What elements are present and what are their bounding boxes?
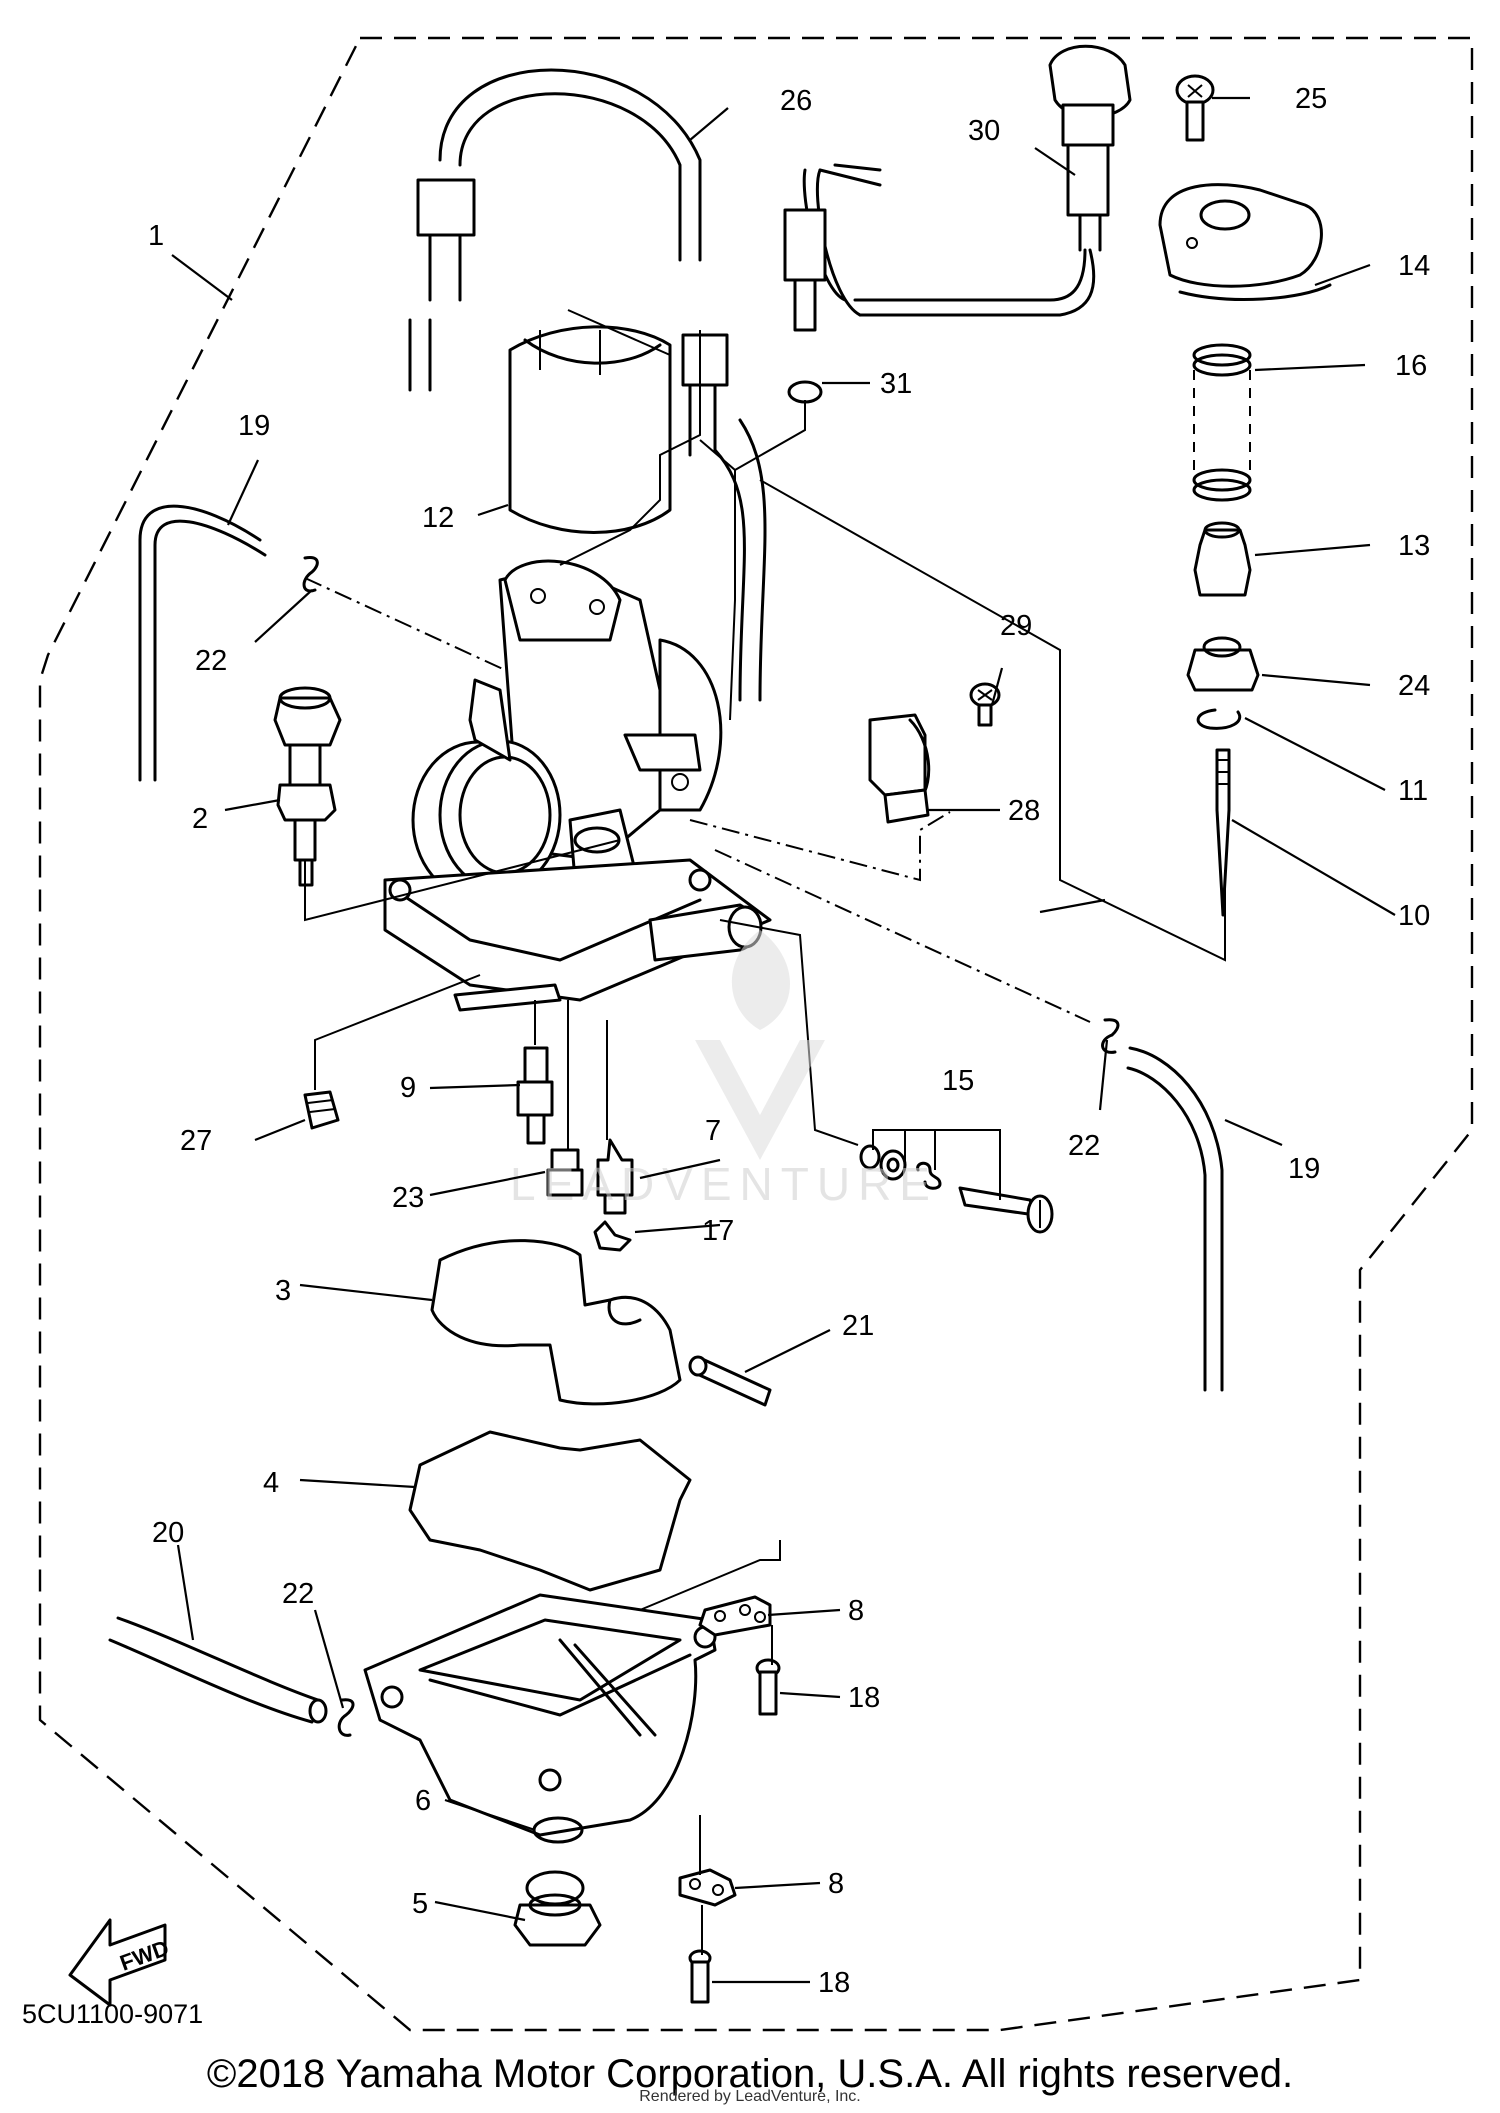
callout-8-upper: 8 [848,1595,864,1627]
drain-plug [513,1870,602,1947]
callout-18-lower: 18 [818,1967,850,1999]
assembly-lines [304,309,1226,1955]
callout-6: 6 [415,1785,431,1817]
jet-needle [1215,748,1231,917]
drawing-number: 5CU1100-9071 [22,1999,204,2029]
rendered-by-text: Rendered by LeadVenture, Inc. [639,2088,861,2105]
bracket-8-lower [678,1868,737,1907]
callout-9: 9 [400,1072,416,1104]
o-ring-31 [787,380,823,404]
bracket-8-upper [698,1595,772,1637]
needle-valve [596,1138,634,1215]
callout-11: 11 [1398,775,1428,807]
callout-19-left: 19 [238,410,270,442]
callout-24: 24 [1398,670,1430,702]
callout-12: 12 [422,502,454,534]
carburetor-body [383,559,772,1012]
bowl-screw-18-lower [688,1949,712,2004]
float [430,1239,682,1406]
bowl-screw-18-upper [755,1658,781,1716]
throttle-stop-screw [273,686,342,887]
leadventure-watermark: LEADVENTURE [510,930,938,1210]
hose-clip-22-top [302,555,319,593]
cable-clamp [868,713,931,824]
copyright-text: ©2018 Yamaha Motor Corporation, U.S.A. A… [206,2052,1294,2096]
overflow-hose-end [308,1698,328,1724]
throttle-cable [408,68,767,702]
float-bowl [363,1593,717,1837]
assembly-boundary [38,36,1474,2032]
vent-hose-left [138,504,267,782]
callout-27: 27 [180,1125,212,1157]
callout-7: 7 [705,1115,721,1147]
float-bowl-gasket [408,1430,692,1592]
callout-23: 23 [392,1182,424,1214]
needle-jet [516,1046,554,1145]
callout-19-right: 19 [1288,1153,1320,1185]
overflow-hose [108,1616,320,1724]
needle-holder [1193,521,1252,597]
pilot-screw-set [859,1144,1054,1234]
watermark-text: LEADVENTURE [510,1158,938,1210]
callout-3: 3 [275,1275,291,1307]
callout-2: 2 [192,803,208,835]
callout-1: 1 [148,220,164,252]
valve-clip [593,1220,632,1252]
needle-seat [1186,636,1260,692]
cover-screw [1175,74,1215,142]
callout-30: 30 [968,115,1000,147]
callout-20: 20 [152,1517,184,1549]
callout-5: 5 [412,1888,428,1920]
callout-10: 10 [1398,900,1430,932]
callout-22-top: 22 [195,645,227,677]
vent-hose-right [1126,1046,1224,1392]
clamp-screw [969,682,1001,727]
callout-31: 31 [880,368,912,400]
hose-clip-22-right [1101,1018,1120,1054]
callout-leaders [171,96,1396,1984]
callout-21: 21 [842,1310,874,1342]
callout-14: 14 [1398,250,1430,282]
forward-arrow: FWD [68,1918,172,2007]
callout-28: 28 [1008,795,1040,827]
float-pin [688,1355,772,1407]
callout-8-lower: 8 [828,1868,844,1900]
hose-clip-22-bottom [337,1698,355,1737]
throttle-position-sensor [783,44,1132,332]
callout-15: 15 [942,1065,974,1097]
callout-26: 26 [780,85,812,117]
callout-labels: 1 2 3 4 5 6 7 8 8 9 10 11 12 13 14 15 16… [148,83,1430,1999]
callout-16: 16 [1395,350,1427,382]
callout-22-bottom: 22 [282,1578,314,1610]
callout-4: 4 [263,1467,279,1499]
top-cover [1158,183,1332,301]
callout-13: 13 [1398,530,1430,562]
main-jet [546,1148,584,1197]
callout-18-upper: 18 [848,1682,880,1714]
pilot-air-jet [303,1090,340,1130]
callout-22-right: 22 [1068,1130,1100,1162]
callout-29: 29 [1000,610,1032,642]
callout-17: 17 [702,1215,734,1247]
slide-spring [1192,343,1252,502]
callout-25: 25 [1295,83,1327,115]
needle-clip [1196,708,1242,730]
throttle-slide [508,325,672,534]
